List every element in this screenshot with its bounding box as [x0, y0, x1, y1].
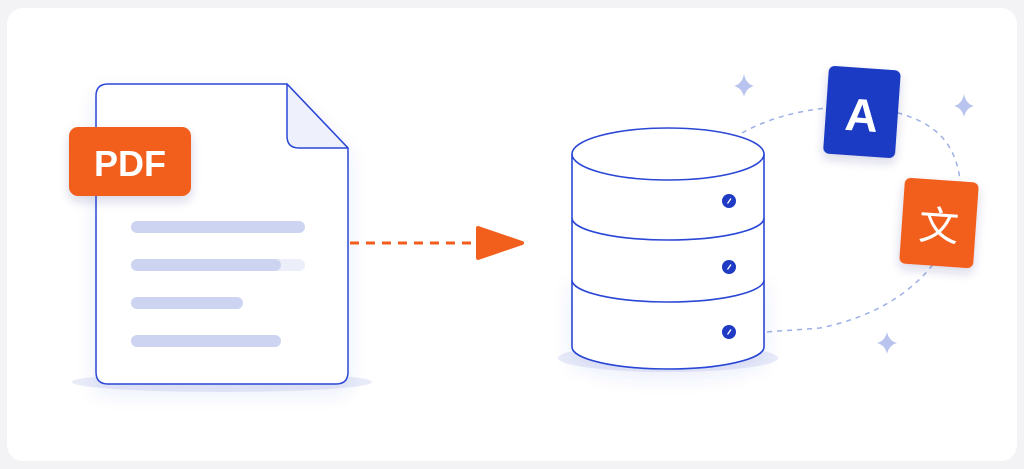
flow-arrow: [350, 226, 524, 260]
text-line-3: [131, 297, 243, 309]
text-line-1: [131, 221, 305, 233]
text-line-2: [131, 259, 281, 271]
cjk-language-label: 文: [917, 203, 960, 252]
sparkle-icon: [954, 94, 974, 117]
latin-language-label: A: [843, 88, 880, 142]
cjk-language-tag: 文: [899, 177, 979, 269]
sparkle-icon: [734, 74, 754, 97]
database-layer-3: [571, 280, 765, 370]
text-line-4: [131, 335, 281, 347]
database-top: [571, 127, 765, 181]
latin-language-tag: A: [823, 65, 901, 158]
document-page-fold: [286, 83, 349, 149]
arrow-head-icon: [476, 226, 524, 260]
database-layer-2: [571, 218, 765, 303]
pdf-document-icon: PDF: [69, 83, 372, 392]
pdf-badge: PDF: [69, 127, 191, 196]
database-icon: [558, 127, 778, 372]
pdf-badge-label: PDF: [94, 143, 166, 184]
orbit-path: [741, 106, 962, 333]
sparkle-icon: [877, 332, 897, 354]
